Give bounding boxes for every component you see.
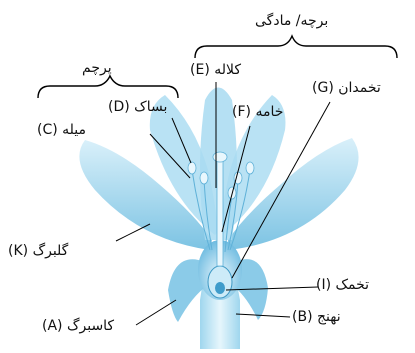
- label-ovule: تخمک (I): [316, 277, 369, 293]
- label-ovary: تخمدان (G): [312, 80, 381, 96]
- label-stigma: کلاله (E): [190, 62, 241, 78]
- label-style: خامه (F): [232, 104, 283, 120]
- ovule: [215, 282, 225, 294]
- stamen-bracket: [38, 76, 178, 98]
- pistil-bracket: [195, 36, 397, 58]
- label-sepal: کاسبرگ (A): [42, 318, 114, 334]
- stamen-group-label: پرچم: [82, 60, 112, 76]
- label-anther: بساک (D): [108, 99, 167, 115]
- label-receptacle: نهنج (B): [292, 309, 341, 325]
- style: [217, 160, 223, 266]
- stigma: [213, 152, 227, 162]
- label-filament: میله (C): [37, 122, 86, 138]
- pistil-group-label: برچه/ مادگی: [255, 13, 328, 29]
- label-petal: گلبرگ (K): [8, 243, 68, 259]
